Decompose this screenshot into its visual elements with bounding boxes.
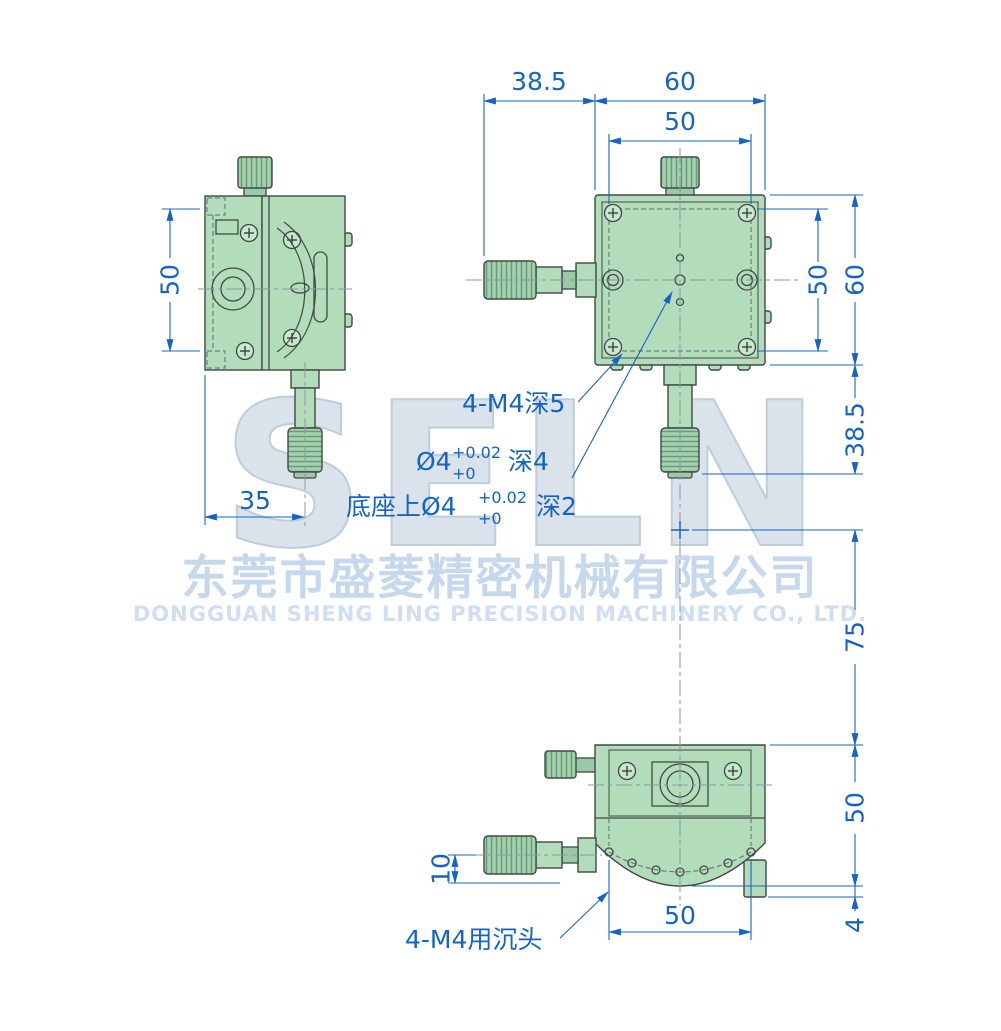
note-m4-tapped: 4-M4深5 xyxy=(462,389,565,418)
dim-side-bolt-span: 50 xyxy=(156,264,185,296)
screw-icon xyxy=(282,230,302,250)
note-base-hole-prefix: 底座上Ø4 xyxy=(346,492,457,521)
cap-screw-outer xyxy=(602,269,624,291)
countersunk-hole xyxy=(699,865,709,875)
watermark-company-cn: 东莞市盛菱精密机械有限公司 xyxy=(182,551,819,606)
note-countersunk: 4-M4用沉头 xyxy=(405,925,542,954)
dim-body-height: 60 xyxy=(841,264,870,296)
dim-center-to-bottom-view: 75 xyxy=(841,621,870,653)
countersunk-hole xyxy=(723,858,733,868)
side-clamp-block xyxy=(215,219,239,235)
countersunk-hole xyxy=(651,865,661,875)
countersunk-hole xyxy=(604,847,614,857)
note-pin-hole-prefix: Ø4 xyxy=(416,447,452,476)
countersunk-hole xyxy=(746,847,756,857)
dim-bolt-pattern-width: 50 xyxy=(664,107,696,136)
cam-curve xyxy=(283,221,317,359)
dim-body-width: 60 xyxy=(664,67,696,96)
dim-arc-lip: 4 xyxy=(841,917,870,933)
side-oval xyxy=(290,282,310,294)
screw-icon xyxy=(603,203,623,223)
dim-bottom-bolt-span: 50 xyxy=(664,901,696,930)
side-knob-knurled xyxy=(237,156,273,189)
dim-side-width: 35 xyxy=(239,486,271,515)
note-pin-hole-tol-lower: +0 xyxy=(452,464,476,483)
screw-icon xyxy=(723,761,743,781)
screw-icon xyxy=(239,223,259,243)
screw-icon xyxy=(235,341,255,361)
knob-stem xyxy=(574,757,597,773)
side-view xyxy=(204,156,353,479)
dim-bottom-view-height: 50 xyxy=(841,792,870,824)
dim-bolt-pattern-height: 50 xyxy=(804,264,833,296)
screw-icon xyxy=(737,203,757,223)
hidden-corner-top xyxy=(206,197,226,216)
dim-micrometer-offset-top: 38.5 xyxy=(511,67,567,96)
screw-icon xyxy=(603,337,623,357)
watermark: SELN 东莞市盛菱精密机械有限公司 DONGGUAN SHENG LING P… xyxy=(133,359,867,626)
dim-micrometer-axis-offset: 10 xyxy=(427,853,456,885)
side-slot xyxy=(313,251,328,323)
countersunk-hole xyxy=(627,858,637,868)
hidden-corner-bottom xyxy=(206,350,226,369)
clamp-tab xyxy=(743,859,767,898)
cam-curve xyxy=(276,227,306,353)
bottom-view xyxy=(483,744,767,898)
annotations: 4-M4深5 Ø4 +0.02 +0 深4 底座上Ø4 +0.02 +0 深2 … xyxy=(346,291,673,954)
screw-icon xyxy=(617,761,637,781)
note-base-hole-tol-lower: +0 xyxy=(478,509,502,528)
note-base-hole-tol-upper: +0.02 xyxy=(478,488,527,507)
watermark-logo: SELN xyxy=(221,360,829,593)
dim-micrometer-drop: 38.5 xyxy=(841,402,870,458)
dimensions: 38.5 60 50 50 60 38.5 75 50 4 xyxy=(156,67,870,940)
screw-icon xyxy=(737,337,757,357)
side-knob-knurled xyxy=(544,750,577,779)
note-pin-hole-suffix: 深4 xyxy=(508,447,549,476)
watermark-company-en: DONGGUAN SHENG LING PRECISION MACHINERY … xyxy=(133,602,867,626)
note-base-hole-suffix: 深2 xyxy=(536,492,577,521)
note-pin-hole-tol-upper: +0.02 xyxy=(452,443,501,462)
